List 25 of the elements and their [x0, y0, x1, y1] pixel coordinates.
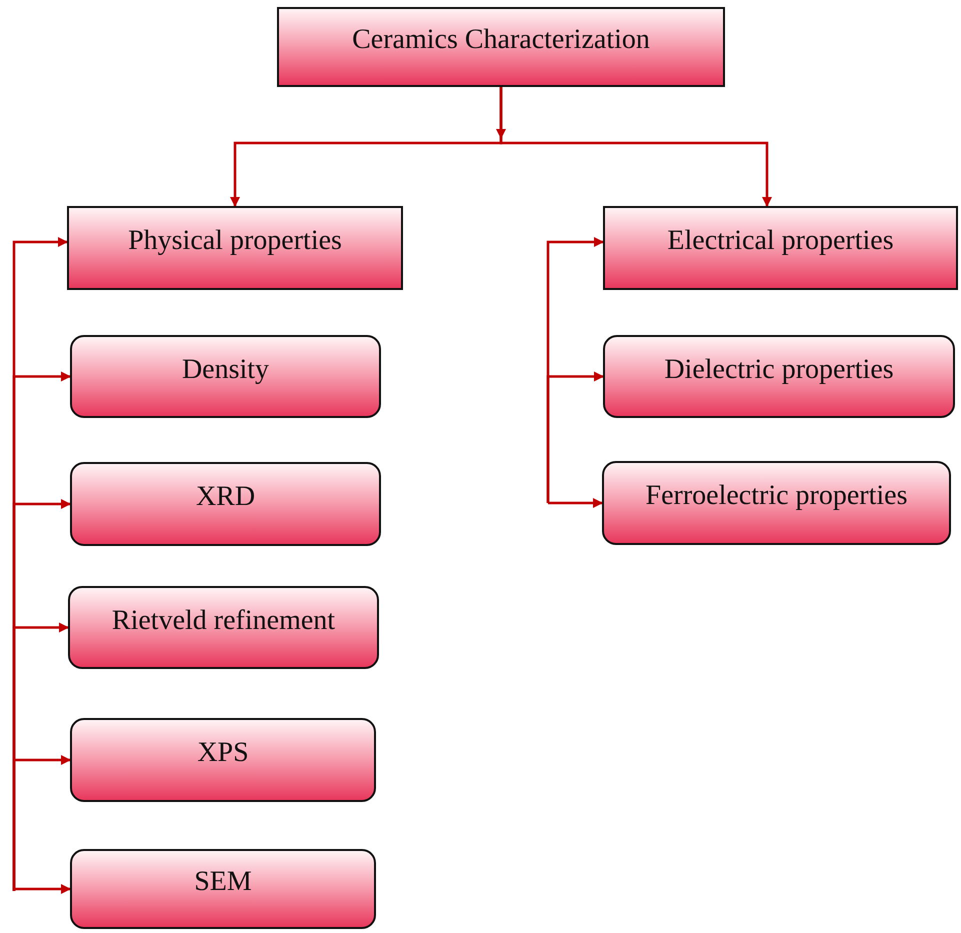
arrow [546, 498, 603, 508]
box-label: Physical properties [128, 225, 342, 257]
box-label: Rietveld refinement [112, 604, 336, 636]
process-box [603, 335, 955, 418]
box-label: XPS [197, 737, 249, 769]
process-box [603, 206, 958, 290]
box-label: Density [182, 354, 270, 386]
arrow [12, 884, 71, 894]
box-label: Ferroelectric properties [646, 480, 908, 512]
process-box [70, 335, 381, 418]
process-box [277, 7, 725, 87]
box-label: SEM [194, 866, 252, 898]
process-box [70, 462, 381, 546]
arrow [546, 372, 604, 503]
box-label: Electrical properties [667, 225, 894, 257]
box-label: Ceramics Characterization [352, 24, 650, 56]
box-label: XRD [196, 481, 256, 513]
arrow [500, 87, 772, 207]
process-box [70, 718, 376, 802]
process-box [68, 586, 379, 669]
process-box [602, 461, 951, 545]
arrow [12, 755, 71, 891]
box-label: Dielectric properties [664, 354, 894, 386]
process-box [67, 206, 403, 290]
process-box [70, 849, 376, 929]
